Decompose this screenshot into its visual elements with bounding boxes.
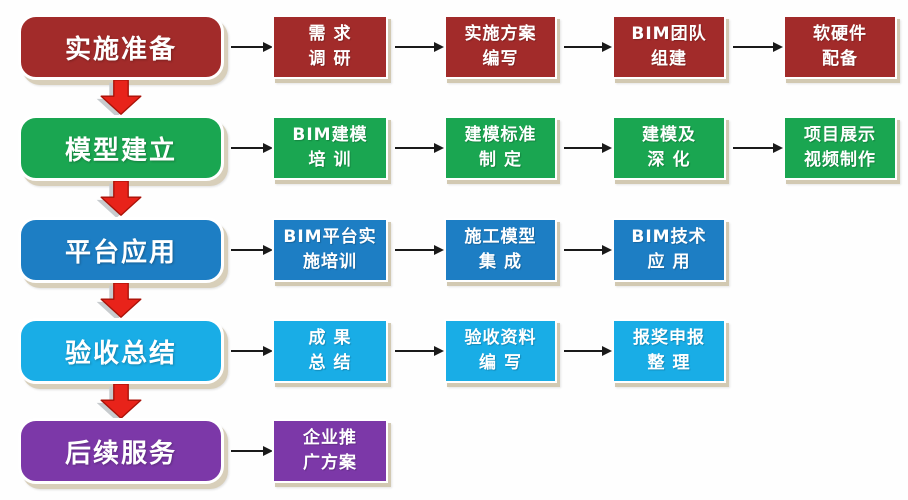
right-arrow-connector [733,42,783,52]
right-arrow-connector [733,143,783,153]
down-arrow-icon [89,181,153,217]
step-acceptance-material-writing: 验收资料 编 写 [444,319,557,383]
step-modeling-standard-setting: 建模标准 制 定 [444,116,557,180]
step-bim-platform-implementation-training: BIM平台实 施培训 [272,218,388,282]
step-construction-model-integration: 施工模型 集 成 [444,218,557,282]
step-achievement-summary: 成 果 总 结 [272,319,388,383]
stage-model-building: 模型建立 [18,115,224,181]
step-software-hardware-provision: 软硬件 配备 [783,15,897,79]
down-arrow-icon [89,384,153,420]
step-enterprise-promotion-plan: 企业推 广方案 [272,419,388,483]
right-arrow-connector [564,143,612,153]
right-arrow-connector [231,346,273,356]
step-demand-research: 需 求 调 研 [272,15,388,79]
step-modeling-and-deepening: 建模及 深 化 [612,116,726,180]
stage-platform-application: 平台应用 [18,217,224,283]
step-bim-team-formation: BIM团队 组建 [612,15,726,79]
stage-follow-up-service: 后续服务 [18,418,224,484]
right-arrow-connector [231,446,273,456]
right-arrow-connector [564,346,612,356]
step-project-display-video-production: 项目展示 视频制作 [783,116,897,180]
down-arrow-icon [89,80,153,116]
right-arrow-connector [395,143,444,153]
right-arrow-connector [564,42,612,52]
step-bim-modeling-training: BIM建模 培 训 [272,116,388,180]
step-bim-technology-application: BIM技术 应 用 [612,218,726,282]
right-arrow-connector [564,245,612,255]
right-arrow-connector [231,42,273,52]
right-arrow-connector [395,245,444,255]
right-arrow-connector [231,143,273,153]
right-arrow-connector [395,346,444,356]
stage-implementation-preparation: 实施准备 [18,14,224,80]
right-arrow-connector [231,245,273,255]
down-arrow-icon [89,283,153,319]
step-award-application-organizing: 报奖申报 整 理 [612,319,726,383]
right-arrow-connector [395,42,444,52]
step-implementation-plan-writing: 实施方案 编写 [444,15,557,79]
stage-acceptance-summary: 验收总结 [18,318,224,384]
